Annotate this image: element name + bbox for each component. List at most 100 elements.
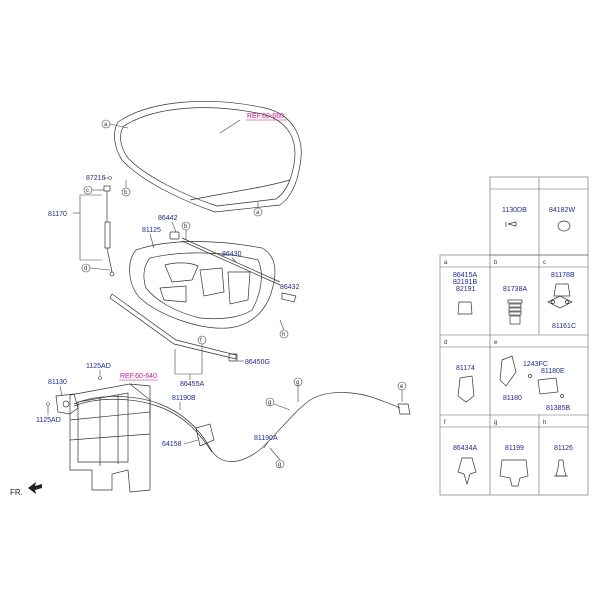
callout-label: h <box>282 332 285 338</box>
table-part-82191[interactable]: 82191 <box>456 286 476 293</box>
table-part-81199[interactable]: 81199 <box>505 445 524 452</box>
bolt-87216 <box>108 176 112 180</box>
release-cable-2 <box>73 398 213 453</box>
part-86432[interactable]: 86432 <box>280 284 300 291</box>
cable-holder-81174-icon <box>457 375 475 403</box>
callout-a-top <box>101 119 111 129</box>
table-callout-g: g <box>494 420 497 426</box>
table-callout-c: c <box>543 260 546 266</box>
handle-64158 <box>195 423 215 447</box>
cable-end-clip <box>397 403 411 415</box>
callout-label: g <box>278 462 281 468</box>
callout-label: a <box>256 210 260 216</box>
table-part-81126[interactable]: 81126 <box>554 445 573 452</box>
table-part-1243fc[interactable]: 1243FC <box>523 361 548 368</box>
hood-stay-clip-icon <box>547 283 573 309</box>
clip-81126-icon <box>555 459 567 477</box>
part-87216[interactable]: 87216 <box>86 175 106 182</box>
table-part-81738a[interactable]: 81738A <box>503 286 527 293</box>
plug-84182w-icon <box>557 220 571 232</box>
bumper-86450g <box>228 353 238 362</box>
callout-label: a <box>104 122 108 128</box>
seal-86430-edge <box>181 240 281 286</box>
bolt-top <box>98 376 102 380</box>
hood-panel <box>114 101 302 213</box>
hood-latch-release-icon <box>499 355 564 398</box>
callout-label: g <box>296 380 299 386</box>
table-part-1130db[interactable]: 1130DB <box>502 207 527 214</box>
table-part-81180e[interactable]: 81180E <box>541 368 565 375</box>
table-part-84182w[interactable]: 84182W <box>549 207 575 214</box>
leader <box>109 123 129 129</box>
ref-front[interactable]: REF.60-640 <box>120 373 157 380</box>
table-callout-f: f <box>444 420 446 426</box>
part-86455a[interactable]: 86455A <box>180 381 204 388</box>
clip-86442 <box>169 231 180 240</box>
leader <box>59 385 63 397</box>
callout-label: f <box>200 338 202 344</box>
part-81130[interactable]: 81130 <box>48 379 67 386</box>
bracket-86455a <box>174 344 203 375</box>
leader <box>183 439 199 445</box>
release-cable <box>73 392 401 462</box>
part-1125ad-top[interactable]: 1125AD <box>86 363 111 370</box>
table-part-86434a[interactable]: 86434A <box>453 445 477 452</box>
table-callout-d: d <box>444 340 447 346</box>
table-callout-h: h <box>543 420 546 426</box>
table-callout-a: a <box>444 260 448 266</box>
front-arrow-icon <box>28 482 42 494</box>
part-86450g[interactable]: 86450G <box>245 359 270 366</box>
hood-insulator <box>129 241 276 329</box>
bumper-86415a-icon <box>457 301 473 315</box>
table-part-81178b[interactable]: 81178B <box>551 272 575 279</box>
bolt-1130db-icon <box>505 221 517 227</box>
clip-86434a-icon <box>457 457 477 486</box>
parts-table <box>439 176 589 496</box>
front-end-module <box>69 383 151 493</box>
part-1125ad-bottom[interactable]: 1125AD <box>36 417 61 424</box>
part-86430[interactable]: 86430 <box>222 251 242 258</box>
leader <box>89 267 111 271</box>
leader <box>279 319 285 331</box>
bumper-81738a-icon <box>507 299 523 325</box>
bolt-bottom <box>46 402 50 406</box>
table-callout-e: e <box>494 340 498 346</box>
leader <box>171 221 177 233</box>
callout-label: e <box>400 384 404 390</box>
hood-latch <box>55 393 79 415</box>
ref-hood[interactable]: REF.60-660 <box>247 113 284 120</box>
table-part-82191b[interactable]: 82191B <box>453 279 477 286</box>
part-81190a[interactable]: 81190A <box>254 435 278 442</box>
part-81125[interactable]: 81125 <box>142 227 161 234</box>
table-callout-b: b <box>494 260 498 266</box>
callout-a-hood <box>253 207 263 217</box>
part-81170[interactable]: 81170 <box>48 211 67 218</box>
bracket-81170 <box>79 194 102 261</box>
table-part-81385b[interactable]: 81385B <box>546 405 570 412</box>
part-86442[interactable]: 86442 <box>158 215 178 222</box>
leader <box>219 119 241 134</box>
leader <box>263 441 269 449</box>
seal-86455a <box>109 293 237 360</box>
callout-label: b <box>124 190 128 196</box>
leader <box>149 233 155 249</box>
part-64158[interactable]: 64158 <box>162 441 182 448</box>
bumper-86432 <box>281 292 297 303</box>
callout-g-mid <box>265 397 275 407</box>
leader <box>231 257 237 263</box>
callout-label: b <box>184 224 188 230</box>
leader <box>269 447 281 461</box>
seal-86430 <box>181 237 281 283</box>
callout-label: g <box>268 400 271 406</box>
leader <box>273 403 291 411</box>
table-part-86415a[interactable]: 86415A <box>453 272 477 279</box>
part-81190b[interactable]: 81190B <box>172 395 196 402</box>
fr-label: FR. <box>10 488 23 497</box>
table-part-81161c[interactable]: 81161C <box>552 323 576 330</box>
callout-label: c <box>86 188 89 194</box>
table-part-81174[interactable]: 81174 <box>456 365 475 372</box>
callout-label: d <box>84 266 87 272</box>
cable-clip-81199-icon <box>499 459 529 487</box>
table-part-81180[interactable]: 81180 <box>503 395 522 402</box>
